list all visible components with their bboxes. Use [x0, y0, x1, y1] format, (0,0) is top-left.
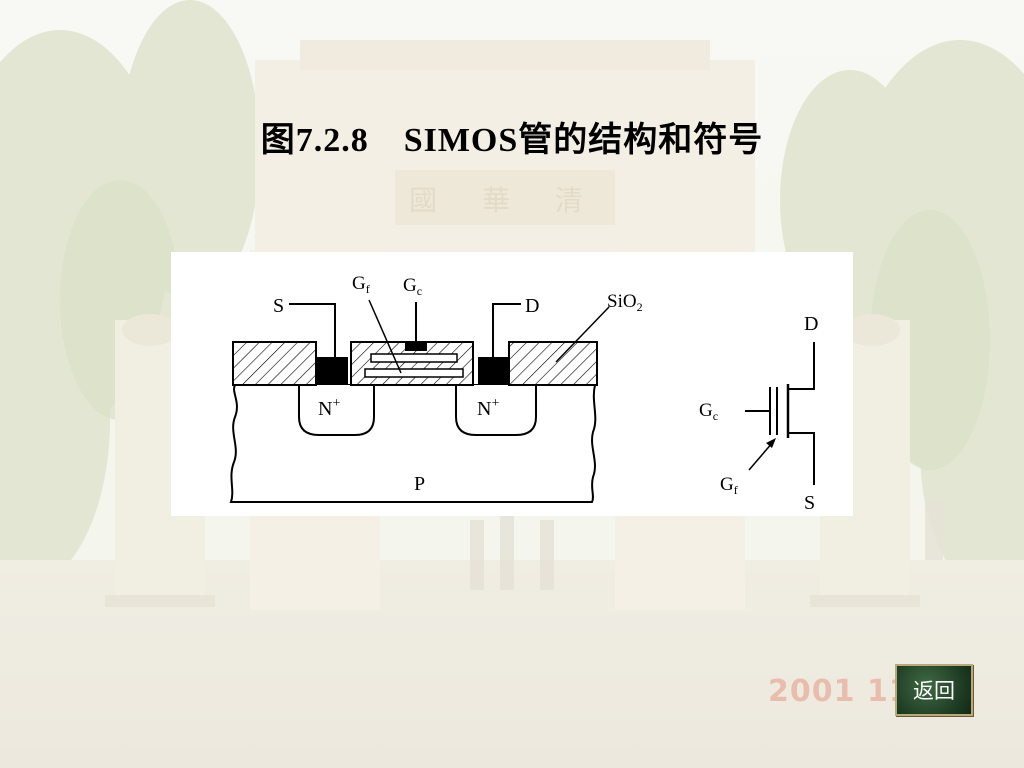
drain-contact [478, 357, 509, 385]
symbol-label-source: S [804, 492, 815, 514]
source-contact [316, 357, 348, 385]
symbol-floating-gate-arrow-line [748, 441, 774, 471]
date-stamp: 2001 11 [768, 674, 911, 709]
drain-lead [492, 303, 521, 357]
oxide-right [508, 341, 598, 386]
n-plus-well-right [455, 385, 537, 436]
n-plus-well-left [298, 385, 375, 436]
symbol-source-wire [788, 432, 815, 485]
diagram-panel: S Gf Gc D SiO2 N+ N+ P D S Gc Gf [171, 252, 853, 516]
floating-gate-pointer [368, 299, 402, 374]
symbol-label-drain: D [804, 313, 818, 335]
label-source: S [273, 295, 284, 317]
symbol-floating-gate-arrowhead [766, 438, 776, 448]
oxide-pointer [555, 306, 610, 363]
floating-gate-electrode [364, 368, 464, 378]
simos-symbol [745, 342, 815, 485]
back-button[interactable]: 返回 [895, 664, 973, 716]
symbol-label-control-gate: Gc [699, 400, 718, 423]
source-lead [289, 303, 336, 357]
symbol-drain-wire [788, 342, 815, 390]
control-gate-contact [405, 342, 427, 351]
label-floating-gate: Gf [352, 273, 370, 296]
gate-inscription: 國 華 清 [409, 184, 601, 217]
label-drain: D [525, 295, 539, 317]
label-control-gate: Gc [403, 275, 422, 298]
oxide-left [232, 341, 317, 386]
label-substrate: P [414, 473, 425, 495]
mos-cross-section: S Gf Gc D SiO2 N+ N+ P [229, 273, 643, 503]
label-oxide: SiO2 [607, 291, 643, 314]
slide-title: 图7.2.8 SIMOS管的结构和符号 [260, 122, 764, 159]
simos-diagram: S Gf Gc D SiO2 N+ N+ P D S Gc Gf [229, 273, 818, 514]
control-gate-electrode [370, 353, 458, 363]
label-n-plus-right: N+ [477, 396, 499, 420]
label-n-plus-left: N+ [318, 396, 340, 420]
symbol-label-floating-gate: Gf [720, 474, 738, 497]
